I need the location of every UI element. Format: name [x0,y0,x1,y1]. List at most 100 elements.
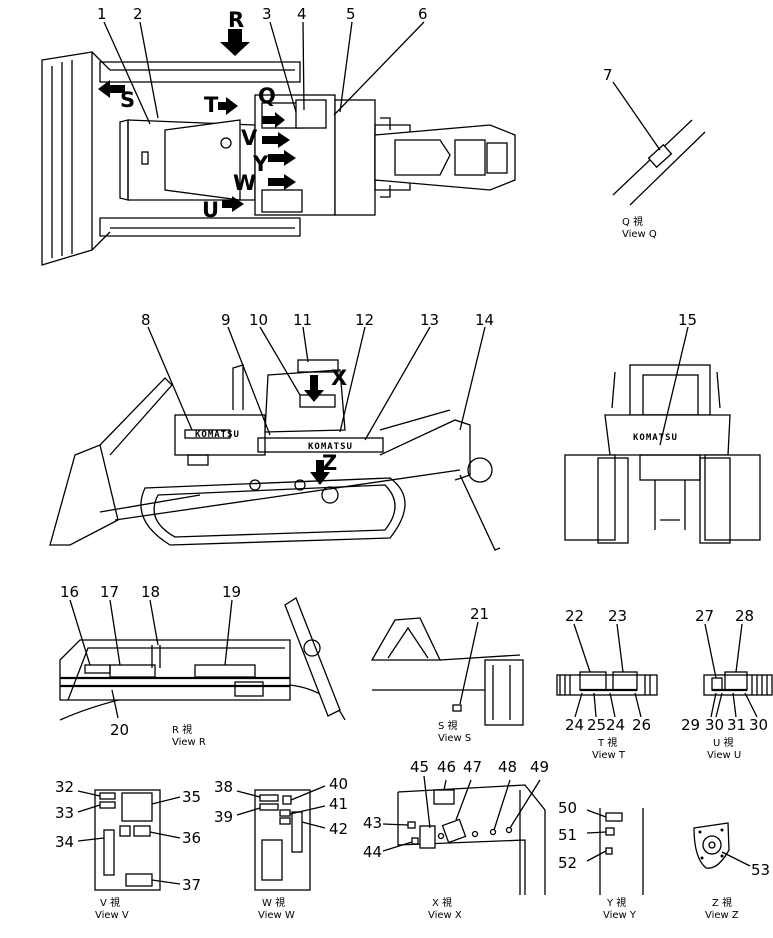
callout-22: 22 [565,607,584,625]
callout-50: 50 [558,799,577,817]
callout-18: 18 [141,583,160,601]
callout-24a: 24 [565,716,584,734]
callout-31: 31 [727,716,746,734]
view-t-drawing [556,623,658,718]
view-u-caption-en: View U [707,750,741,761]
callout-14: 14 [475,311,494,329]
view-y-caption-jp: Y 視 [606,896,626,909]
view-x-caption-jp: X 視 [432,896,452,909]
brand-mark-side: KOMATSU [195,430,240,440]
callout-30a: 30 [705,716,724,734]
callout-41: 41 [329,795,348,813]
brand-mark-rear: KOMATSU [633,433,678,443]
view-s-caption-en: View S [438,733,471,744]
view-z-caption-jp: Z 視 [712,896,732,909]
callout-6: 6 [418,5,428,23]
callout-48: 48 [498,758,517,776]
view-u-caption-jp: U 視 [713,736,734,749]
callout-9: 9 [221,311,231,329]
view-x-caption-en: View X [428,910,462,921]
callout-23: 23 [608,607,627,625]
callout-24b: 24 [606,716,625,734]
callout-46: 46 [437,758,456,776]
callout-43: 43 [363,814,382,832]
view-w-caption-en: View W [258,910,295,921]
callout-40: 40 [329,775,348,793]
view-t-caption-jp: T 視 [597,736,617,749]
callout-42: 42 [329,820,348,838]
brand-mark-side-2: KOMATSU [308,442,353,452]
callout-26: 26 [632,716,651,734]
view-letter-y: Y [252,152,269,176]
view-y-drawing [586,808,644,895]
callout-17: 17 [100,583,119,601]
callout-38: 38 [214,778,233,796]
callout-28: 28 [735,607,754,625]
view-z-drawing [693,822,751,869]
callout-36: 36 [182,829,201,847]
view-y-caption-en: View Y [603,910,637,921]
callout-20: 20 [110,721,129,739]
callout-10: 10 [249,311,268,329]
callout-34: 34 [55,833,74,851]
callout-33: 33 [55,804,74,822]
view-q-caption-jp: Q 視 [622,215,643,228]
callout-2: 2 [133,5,143,23]
view-s-caption-jp: S 視 [438,719,458,732]
view-letter-q: Q [258,84,276,108]
callout-37: 37 [182,876,201,894]
callout-12: 12 [355,311,374,329]
callout-3: 3 [262,5,272,23]
callout-29: 29 [681,716,700,734]
callout-1: 1 [97,5,107,23]
callout-13: 13 [420,311,439,329]
view-w-drawing [236,785,326,891]
view-r-caption-jp: R 視 [172,723,192,736]
side-view-drawing: KOMATSU KOMATSU [49,326,501,551]
view-letter-t: T [204,93,219,117]
view-q-drawing [612,81,706,206]
view-r-caption-en: View R [172,737,206,748]
callout-11: 11 [293,311,312,329]
callout-51: 51 [558,826,577,844]
callout-27: 27 [695,607,714,625]
callout-44: 44 [363,843,382,861]
top-view-drawing [41,21,516,266]
view-letter-z: Z [322,451,337,475]
view-x-drawing [382,775,546,895]
view-letter-r: R [228,8,244,32]
view-v-caption-jp: V 視 [100,896,120,909]
view-t-caption-en: View T [592,750,626,761]
view-v-caption-en: View V [95,910,129,921]
callout-16: 16 [60,583,79,601]
view-z-caption-en: View Z [705,910,739,921]
view-s-drawing [370,617,524,726]
callout-45: 45 [410,758,429,776]
callout-35: 35 [182,788,201,806]
view-letter-s: S [120,88,135,112]
callout-39: 39 [214,808,233,826]
callout-49: 49 [530,758,549,776]
callout-5: 5 [346,5,356,23]
callout-21: 21 [470,605,489,623]
callout-19: 19 [222,583,241,601]
view-letter-u: U [202,198,219,222]
callout-32: 32 [55,778,74,796]
callout-8: 8 [141,311,151,329]
view-u-drawing [703,623,773,718]
view-v-drawing [77,789,181,891]
rear-view-drawing: KOMATSU [564,326,761,544]
view-letter-w: W [233,171,256,195]
callout-15: 15 [678,311,697,329]
view-letter-x: X [331,366,347,390]
callout-47: 47 [463,758,482,776]
callout-25: 25 [587,716,606,734]
view-q-caption-en: View Q [622,229,657,240]
callout-4: 4 [297,5,307,23]
callout-52: 52 [558,854,577,872]
view-w-caption-jp: W 視 [262,896,285,909]
callout-53: 53 [751,861,770,879]
view-letter-v: V [241,126,258,150]
